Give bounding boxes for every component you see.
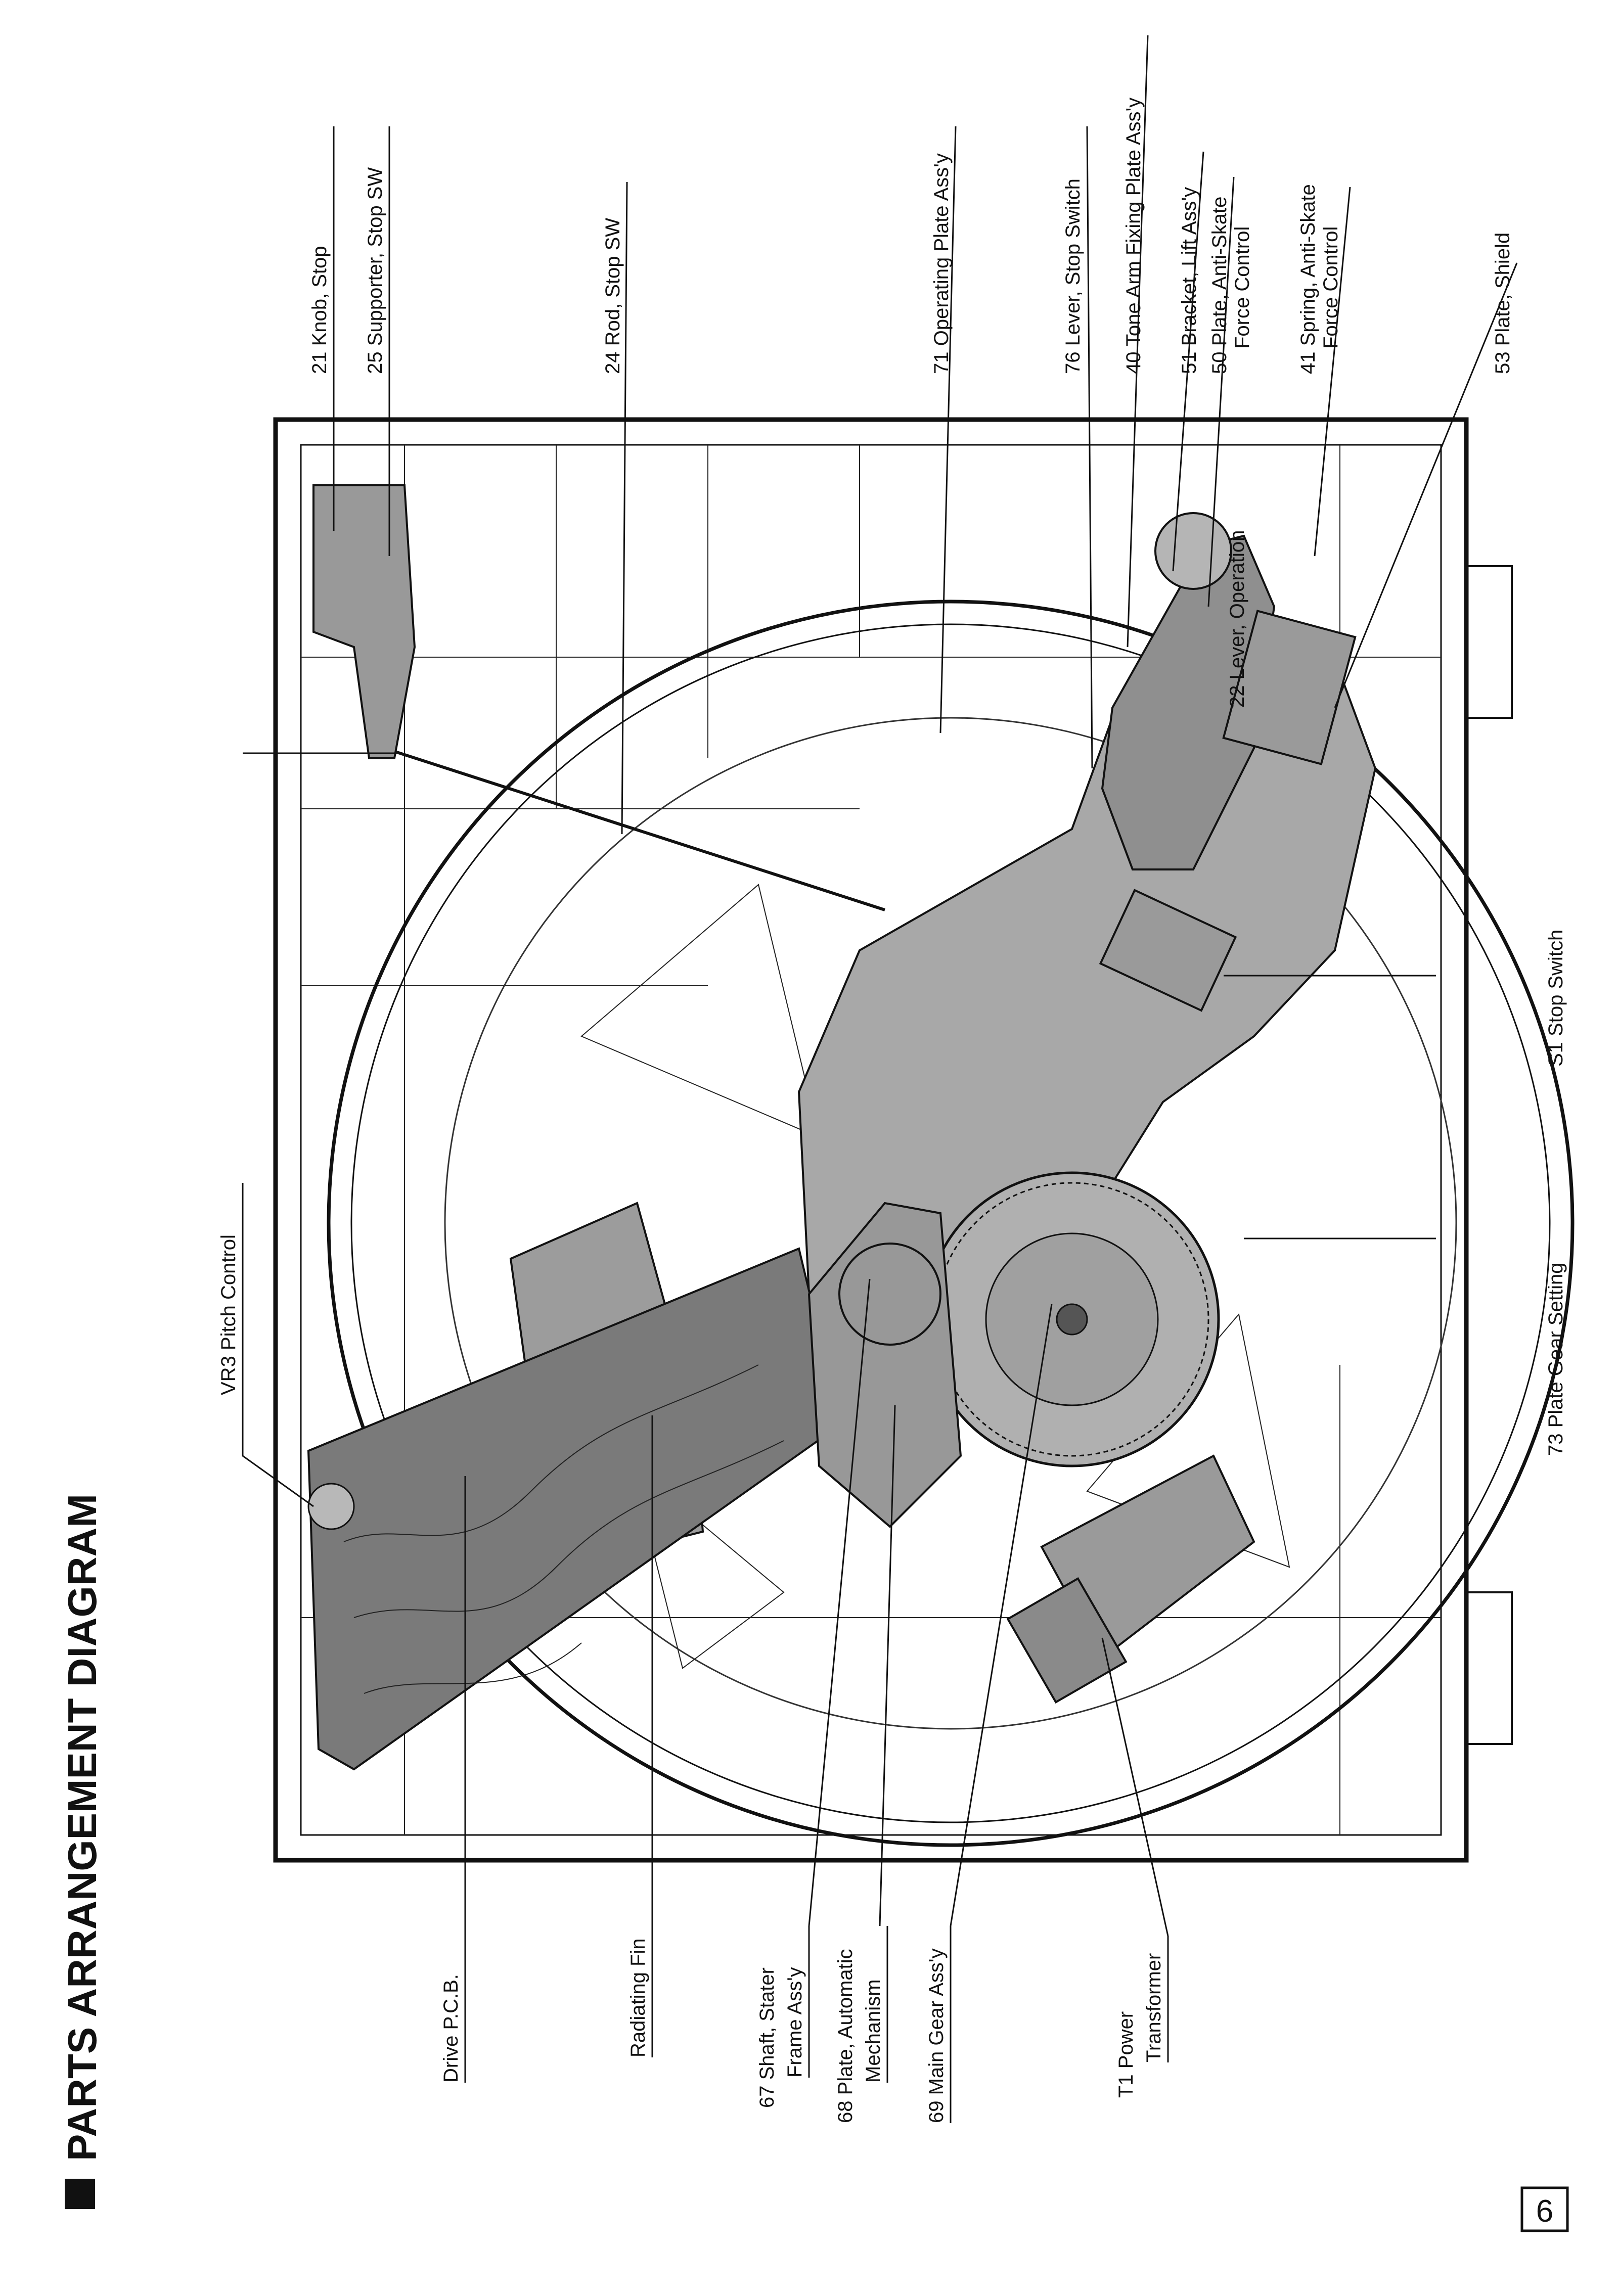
label-spring-anti-skate: 41 Spring, Anti-Skate xyxy=(1297,184,1319,374)
bottom-labels: Drive P.C.B. Radiating Fin 67 Shaft, Sta… xyxy=(440,1916,1169,2123)
label-plate-anti-skate-2: Force Control xyxy=(1231,226,1253,349)
anti-skate-mechanism xyxy=(1154,512,1232,590)
main-gear xyxy=(924,1171,1220,1467)
label-main-gear: 69 Main Gear Ass'y xyxy=(925,1948,948,2123)
title-bullet-icon xyxy=(65,2179,95,2209)
page-title: PARTS ARRANGEMENT DIAGRAM xyxy=(60,1494,105,2161)
label-drive-pcb: Drive P.C.B. xyxy=(440,1974,462,2083)
label-lever-stop-switch: 76 Lever, Stop Switch xyxy=(1062,178,1084,374)
stop-switch-bracket xyxy=(1099,889,1237,1012)
label-power-transformer: T1 Power xyxy=(1115,2011,1137,2098)
label-plate-anti-skate: 50 Plate, Anti-Skate xyxy=(1208,197,1231,374)
transformer-core xyxy=(1006,1577,1128,1704)
label-rod-stop-sw: 24 Rod, Stop SW xyxy=(602,218,624,374)
right-labels: S1 Stop Switch 73 Plate Gear Setting xyxy=(1545,930,1567,1456)
chassis-frame xyxy=(273,417,1513,1863)
label-spring-anti-skate-2: Force Control xyxy=(1320,226,1342,349)
callout-lines xyxy=(242,35,1518,1937)
label-plate-automatic-2: Mechanism xyxy=(862,1979,884,2083)
operation-lever xyxy=(312,484,416,759)
label-plate-shield: 53 Plate, Shield xyxy=(1492,233,1514,374)
label-plate-gear-setting: 73 Plate Gear Setting xyxy=(1545,1263,1567,1456)
label-lever-operation: 22 Lever, Operation xyxy=(1226,530,1248,708)
label-pitch-control: VR3 Pitch Control xyxy=(217,1234,240,1395)
label-radiating-fin: Radiating Fin xyxy=(627,1938,649,2057)
label-shaft-stater-2: Frame Ass'y xyxy=(784,1967,806,2078)
label-plate-automatic: 68 Plate, Automatic xyxy=(834,1949,857,2123)
page-number-box: 6 xyxy=(1520,2186,1569,2232)
label-stop-switch: S1 Stop Switch xyxy=(1545,930,1567,1067)
automatic-mechanism-plate xyxy=(807,1202,962,1528)
label-bracket-lift: 51 Bracket, Lift Ass'y xyxy=(1178,187,1200,374)
top-labels: 21 Knob, Stop 25 Supporter, Stop SW 24 R… xyxy=(217,98,1514,1395)
label-knob-stop: 21 Knob, Stop xyxy=(308,246,331,374)
label-supporter-stop-sw: 25 Supporter, Stop SW xyxy=(364,167,386,374)
pitch-control-knob-icon xyxy=(307,1483,355,1530)
page-number: 6 xyxy=(1536,2194,1553,2229)
label-shaft-stater: 67 Shaft, Stater xyxy=(756,1967,778,2108)
label-power-transformer-2: Transformer xyxy=(1143,1953,1165,2062)
stator-shaft-icon xyxy=(838,1243,941,1346)
stop-rod xyxy=(384,747,885,911)
label-operating-plate: 71 Operating Plate Ass'y xyxy=(930,153,953,374)
pcb-traces xyxy=(343,1364,784,1694)
label-tone-arm-fixing-plate: 40 Tone Arm Fixing Plate Ass'y xyxy=(1122,98,1145,374)
title-group: PARTS ARRANGEMENT DIAGRAM xyxy=(60,1494,105,2209)
